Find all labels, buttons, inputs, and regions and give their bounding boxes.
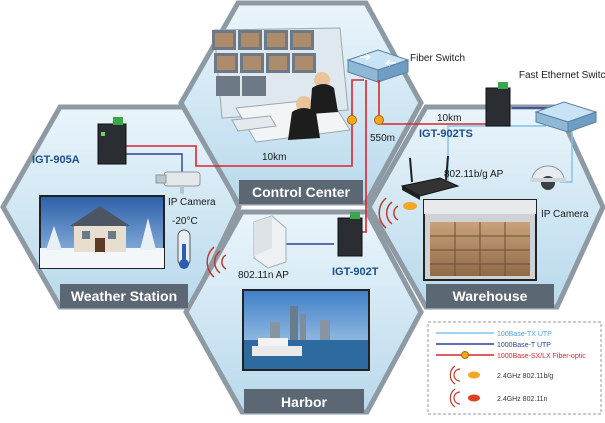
legend-label-fiber: 1000Base-SX/LX Fiber-optic (497, 353, 586, 360)
label-ip-camera-weather: IP Camera (168, 197, 216, 208)
fiber-marker (374, 115, 384, 125)
label-fast-ethernet-switch: Fast Ethernet Switch (519, 70, 605, 81)
wireless-ap-warehouse-icon (400, 155, 460, 200)
harbor-photo (242, 289, 370, 371)
legend-item-80211bg: 2.4GHz 802.11b/g (449, 365, 553, 385)
control-room-illustration (212, 27, 351, 143)
label-distance-10km-left: 10km (262, 152, 286, 163)
label-igt-902t: IGT-902T (332, 266, 379, 278)
bar-warehouse (426, 284, 554, 308)
legend-item-80211n: 2.4GHz 802.11n (449, 388, 548, 408)
utp-link-weather-camera (126, 153, 183, 172)
warehouse-photo (423, 199, 537, 281)
label-fiber-switch: Fiber Switch (410, 53, 465, 64)
label-igt-905a: IGT-905A (32, 154, 80, 166)
fiber-marker (347, 115, 357, 125)
fiber-link-weather (126, 79, 364, 167)
label-warehouse: Warehouse (453, 288, 528, 304)
label-ap-warehouse: 802.11b/g AP (444, 169, 504, 180)
bar-weather-station (60, 284, 188, 308)
label-ip-camera-warehouse: IP Camera (541, 209, 589, 220)
label-control-center: Control Center (252, 184, 351, 200)
legend-label-80211n: 2.4GHz 802.11n (497, 396, 548, 403)
weather-station-photo (39, 195, 165, 269)
outdoor-ap-harbor-icon (253, 215, 287, 269)
fast-ethernet-switch-device (534, 101, 598, 133)
legend-label-1000base-t: 1000Base-T UTP (497, 342, 551, 349)
legend-item-100base-tx: 100Base-TX UTP (436, 331, 552, 338)
label-weather-station: Weather Station (71, 288, 177, 304)
label-igt-902ts: IGT-902TS (419, 128, 473, 140)
wireless-signal-harbor-icon (206, 246, 227, 278)
legend-item-fiber: 1000Base-SX/LX Fiber-optic (436, 351, 586, 360)
ip-camera-weather-icon (155, 171, 201, 194)
bar-harbor (244, 389, 364, 413)
igt-902ts-device (485, 82, 511, 127)
dome-camera-warehouse-icon (530, 165, 566, 190)
label-distance-550m: 550m (370, 133, 395, 144)
igt-902t-device (337, 212, 363, 257)
legend-label-80211bg: 2.4GHz 802.11b/g (497, 373, 553, 380)
legend-label-100base-tx: 100Base-TX UTP (497, 331, 552, 338)
thermometer-icon (177, 229, 191, 269)
label-temperature: -20°C (172, 216, 198, 227)
wireless-signal-warehouse-icon (378, 197, 417, 229)
label-harbor: Harbor (281, 394, 327, 410)
legend-item-1000base-t: 1000Base-T UTP (436, 342, 551, 349)
igt-905a-device (97, 117, 127, 165)
bar-control-center (239, 180, 363, 204)
fiber-switch-device (346, 49, 410, 83)
label-distance-10km-right: 10km (437, 113, 461, 124)
legend (427, 321, 602, 415)
label-ap-harbor: 802.11n AP (238, 270, 289, 281)
